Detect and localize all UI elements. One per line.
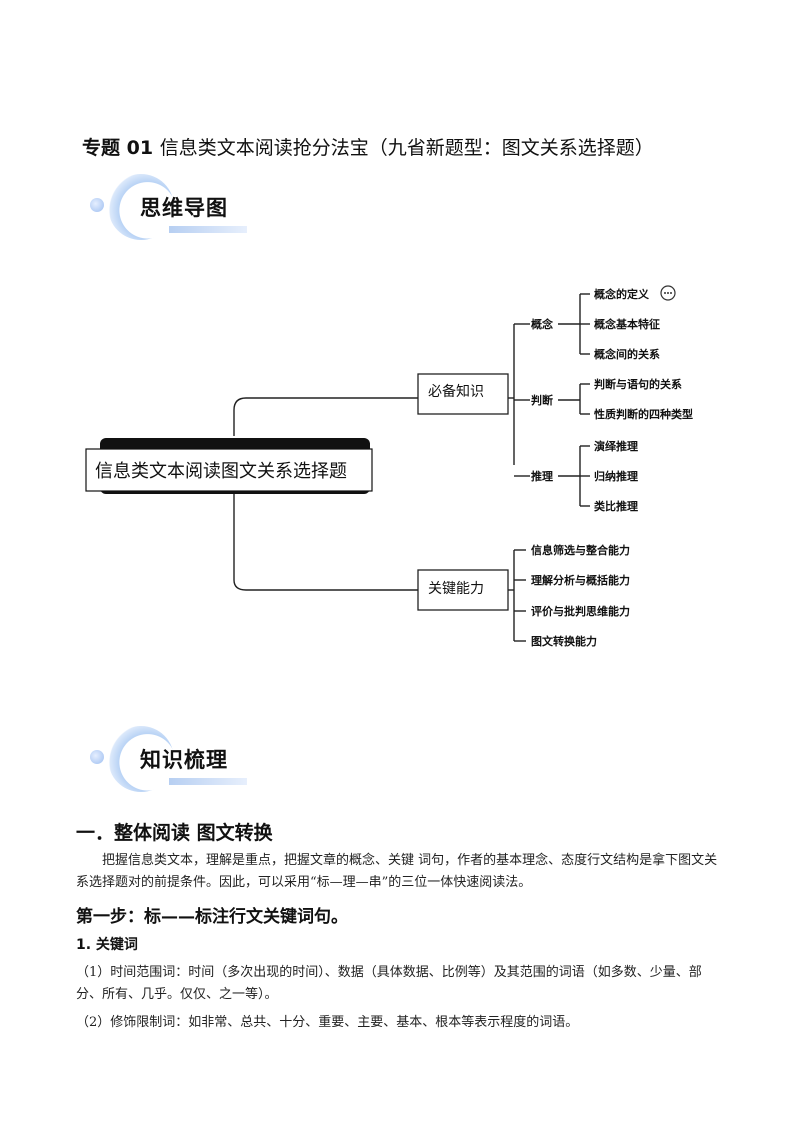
leaf-label: 类比推理 [594,499,638,513]
group-label-judgment: 判断 [531,393,553,407]
branch-node-key-abilities: 关键能力 [417,569,509,611]
leaf-label: 归纳推理 [594,469,638,483]
leaf-label: 理解分析与概括能力 [531,573,630,587]
branch-label: 必备知识 [428,383,484,400]
leaf-label: 性质判断的四种类型 [594,407,693,421]
section-heading: 一．整体阅读 图文转换 [76,822,273,844]
root-label: 信息类文本阅读图文关系选择题 [95,461,347,482]
leaf-label: 概念的定义 [594,287,650,301]
banner-underline-decoration [169,226,247,233]
banner-ring-decoration [108,174,174,240]
leaf-label: 概念基本特征 [594,317,660,331]
banner-label: 知识梳理 [140,748,228,772]
mind-map-connectors [233,293,590,642]
mind-map-root-node: 信息类文本阅读图文关系选择题 [85,438,373,494]
mind-map: 信息类文本阅读图文关系选择题 必备知识 关键能力 概念 判断 推理 概念的定义 … [85,285,693,648]
banner-ring-decoration [108,726,174,792]
intro-paragraph: 把握信息类文本，理解是重点，把握文章的概念、关键 词句，作者的基本理念、态度行文… [76,853,718,890]
step-heading: 第一步：标——标注行文关键词句。 [76,907,348,927]
document-title: 专题 01 信息类文本阅读抢分法宝（九省新题型：图文关系选择题） [82,133,654,160]
banner-label: 思维导图 [140,196,228,220]
leaf-label: 信息筛选与整合能力 [531,543,630,557]
subheading-keywords: 1. 关键词 [76,937,138,953]
leaf-label: 评价与批判思维能力 [531,604,630,618]
branch-label: 关键能力 [428,581,484,597]
ellipsis-icon[interactable] [660,285,676,301]
banner-dot-decoration [90,750,104,764]
banner-underline-decoration [169,778,247,785]
banner-dot-decoration [90,198,104,212]
list-item: （1）时间范围词：时间（多次出现的时间）、数据（具体数据、比例等）及其范围的词语… [76,965,702,1002]
title-text: 信息类文本阅读抢分法宝（九省新题型：图文关系选择题） [159,137,654,159]
group-label-inference: 推理 [531,469,553,483]
mindmap-banner: 思维导图 [84,172,284,252]
branch-node-required-knowledge: 必备知识 [417,373,509,415]
title-prefix: 专题 01 [82,137,154,159]
group-label-concept: 概念 [531,317,554,331]
leaf-label: 概念间的关系 [594,347,660,361]
list-item: （2）修饰限制词：如非常、总共、十分、重要、主要、基本、根本等表示程度的词语。 [76,1015,579,1030]
leaf-label: 图文转换能力 [531,634,597,648]
knowledge-banner: 知识梳理 [84,724,284,804]
leaf-label: 判断与语句的关系 [594,377,682,391]
leaf-label: 演绎推理 [594,439,638,453]
